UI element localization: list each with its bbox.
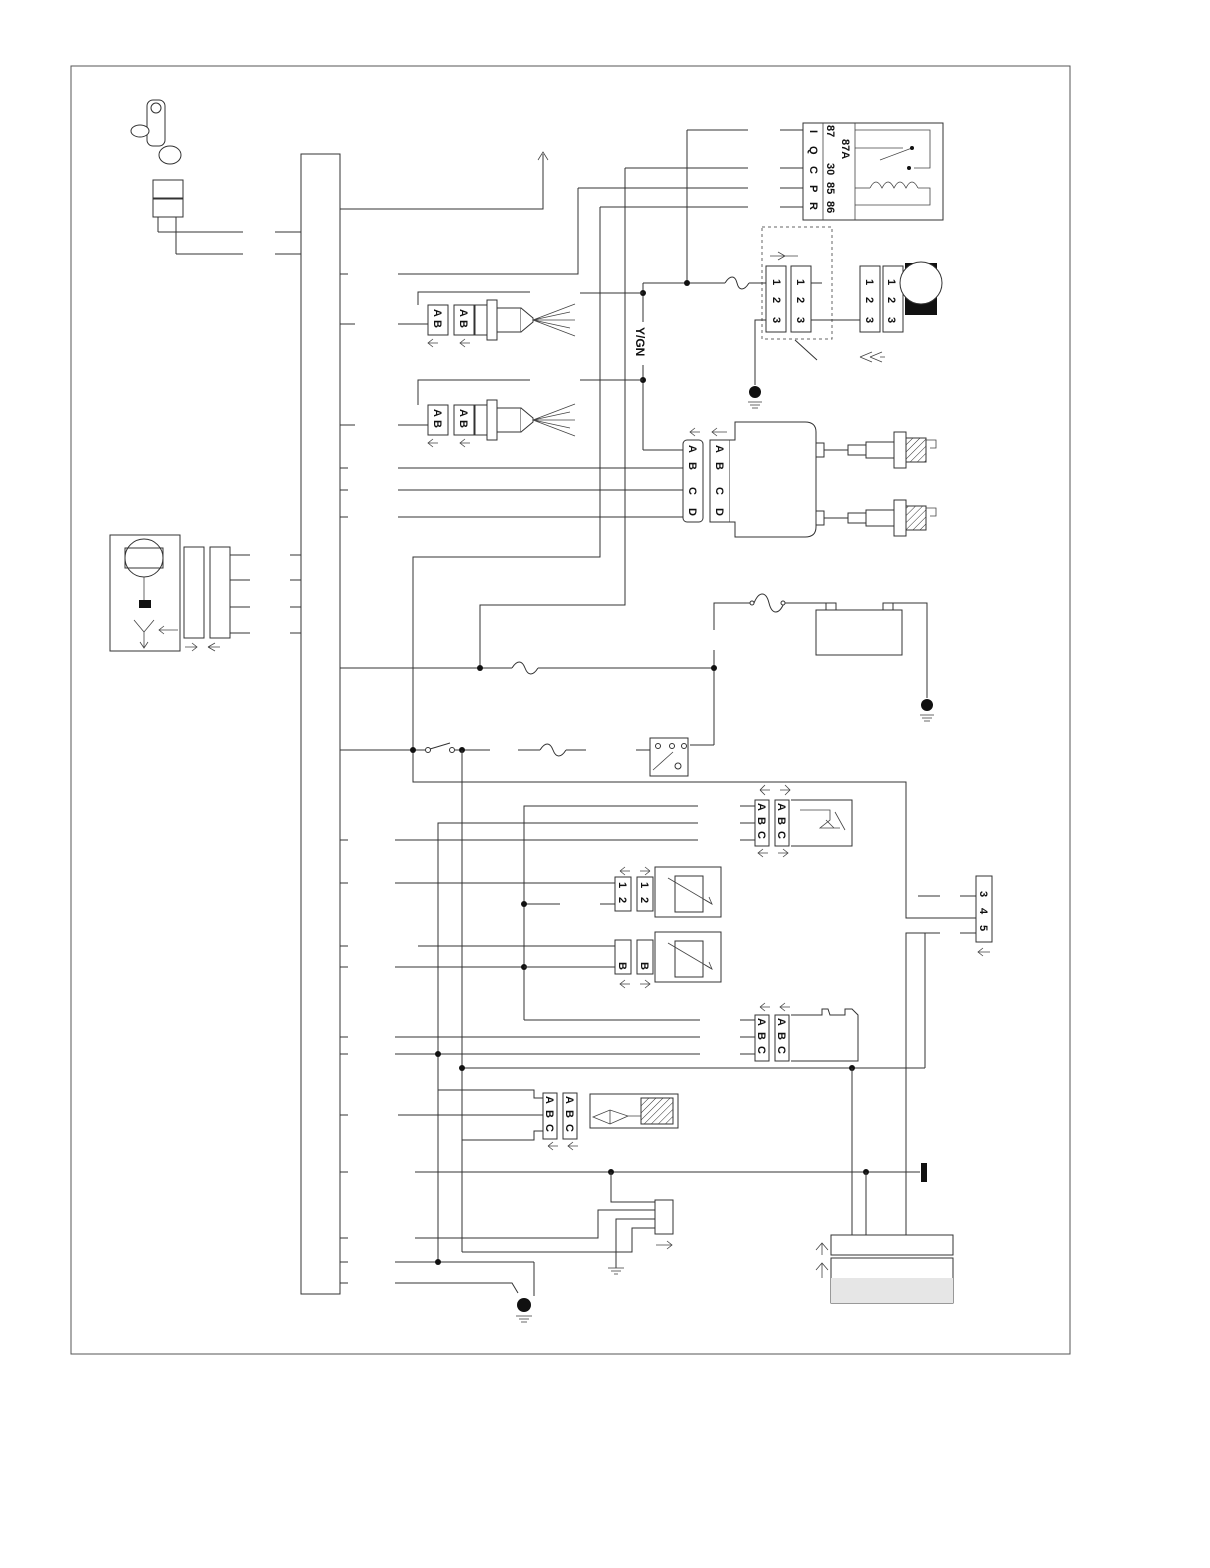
coil-pin-d1: D <box>686 508 698 516</box>
tps-pin-a2: A <box>775 803 787 811</box>
injector-2: A B A B <box>417 379 576 448</box>
tps-pin-a1: A <box>755 803 767 811</box>
kill-switch-icon <box>649 737 689 777</box>
chassis-ground-icon <box>608 1267 624 1275</box>
relay-pin-r: R <box>807 202 819 210</box>
ts1-pin-1a: 1 <box>616 882 628 888</box>
relay-pin-86: 86 <box>824 201 836 213</box>
inj2-pin-a2: A <box>457 409 469 417</box>
map-pin-c2: C <box>775 1046 787 1054</box>
relay-pin-30: 30 <box>824 163 836 175</box>
relay-pin-c: C <box>807 166 819 174</box>
wire-label-y-gn: Y/GN <box>633 327 647 356</box>
main-ground-icon <box>516 1298 532 1323</box>
inj1-pin-a1: A <box>431 309 443 317</box>
coil-pin-b1: B <box>686 462 698 470</box>
map-sensor-connector: A B C A B C <box>754 1002 859 1062</box>
pump-pin-1a: 1 <box>770 279 782 285</box>
tps-pin-b2: B <box>775 817 787 825</box>
iac-pin-b2: B <box>563 1110 575 1118</box>
tps-pin-c2: C <box>775 831 787 839</box>
map-pin-b1: B <box>755 1032 767 1040</box>
iac-pin-a1: A <box>543 1096 555 1104</box>
ts2-pin-b2: B <box>638 962 650 970</box>
ground-icon <box>748 386 762 409</box>
iac-pin-c2: C <box>563 1124 575 1132</box>
main-fuse-icon <box>753 593 785 613</box>
fuel-sender <box>815 1234 954 1304</box>
tps-pin-c1: C <box>755 831 767 839</box>
injector-1: A B A B <box>417 291 576 348</box>
tps-pin-b1: B <box>755 817 767 825</box>
coil-pin-b2: B <box>713 462 725 470</box>
pump2-pin-3a: 3 <box>863 317 875 323</box>
fuel-pump-icon <box>899 261 943 315</box>
inj2-pin-b1: B <box>431 420 443 428</box>
pump-connector-b: 1 2 3 1 2 3 <box>859 265 904 333</box>
crank-sensor-icon <box>130 99 184 254</box>
inj1-pin-b1: B <box>431 320 443 328</box>
battery-icon <box>815 602 903 656</box>
diag-connector: 3 4 5 <box>975 875 993 957</box>
map-pin-a2: A <box>775 1018 787 1026</box>
tps-connector: A B C A B C <box>754 784 853 858</box>
o2-sensor-connector <box>654 1199 674 1250</box>
ts1-pin-1b: 1 <box>638 882 650 888</box>
map-pin-a1: A <box>755 1018 767 1026</box>
ignition-coil: A B C D A B C D <box>682 421 937 538</box>
fuse-icon <box>724 276 750 290</box>
ts1-pin-2a: 2 <box>616 897 628 903</box>
terminal-block <box>921 1163 927 1182</box>
pump-pin-1b: 1 <box>794 279 806 285</box>
pump-pin-3b: 3 <box>794 317 806 323</box>
map-pin-b2: B <box>775 1032 787 1040</box>
ts2-pin-b1: B <box>616 962 628 970</box>
iac-pin-c1: C <box>543 1124 555 1132</box>
pump2-pin-2b: 2 <box>885 297 897 303</box>
pump2-pin-3b: 3 <box>885 317 897 323</box>
coil-pin-a1: A <box>686 445 698 453</box>
diag-pin-4: 4 <box>977 908 989 915</box>
relay: I Q C P R 87 87A 30 85 86 <box>802 122 944 221</box>
iac-pin-a2: A <box>563 1096 575 1104</box>
relay-pin-87a: 87A <box>839 139 851 159</box>
ground-icon-2 <box>920 699 934 722</box>
throttle-body-icon <box>109 534 231 652</box>
idle-valve-connector: A B C A B C <box>542 1092 679 1151</box>
ignition-switch-icon <box>425 742 455 753</box>
relay-pin-p: P <box>807 185 819 192</box>
pump-pin-3a: 3 <box>770 317 782 323</box>
pump-connector-a: 1 2 3 1 2 3 <box>765 265 812 333</box>
temp-sensor-1: 1 2 1 2 <box>614 866 722 918</box>
pump2-pin-1b: 1 <box>885 279 897 285</box>
inj2-pin-a1: A <box>431 409 443 417</box>
inj1-pin-b2: B <box>457 320 469 328</box>
diag-pin-3: 3 <box>977 891 989 897</box>
pump-pin-2b: 2 <box>794 297 806 303</box>
pump-pin-2a: 2 <box>770 297 782 303</box>
coil-pin-c1: C <box>686 487 698 495</box>
inj2-pin-b2: B <box>457 420 469 428</box>
fuse-icon-3 <box>539 743 567 757</box>
coil-pin-c2: C <box>713 487 725 495</box>
relay-pin-85: 85 <box>824 182 836 194</box>
coil-pin-d2: D <box>713 508 725 516</box>
pump2-pin-2a: 2 <box>863 297 875 303</box>
map-pin-c1: C <box>755 1046 767 1054</box>
fuse-icon-2 <box>511 661 539 675</box>
pump2-pin-1a: 1 <box>863 279 875 285</box>
iac-pin-b1: B <box>543 1110 555 1118</box>
diagram-frame <box>70 65 1071 1355</box>
inj1-pin-a2: A <box>457 309 469 317</box>
relay-pin-q: Q <box>807 146 819 155</box>
coil-pin-a2: A <box>713 445 725 453</box>
relay-pin-i: I <box>807 130 819 133</box>
ecu-block <box>300 153 341 1295</box>
ts1-pin-2b: 2 <box>638 897 650 903</box>
diag-pin-5: 5 <box>977 925 989 931</box>
temp-sensor-2: B B <box>614 931 722 989</box>
relay-pin-87: 87 <box>824 125 836 137</box>
